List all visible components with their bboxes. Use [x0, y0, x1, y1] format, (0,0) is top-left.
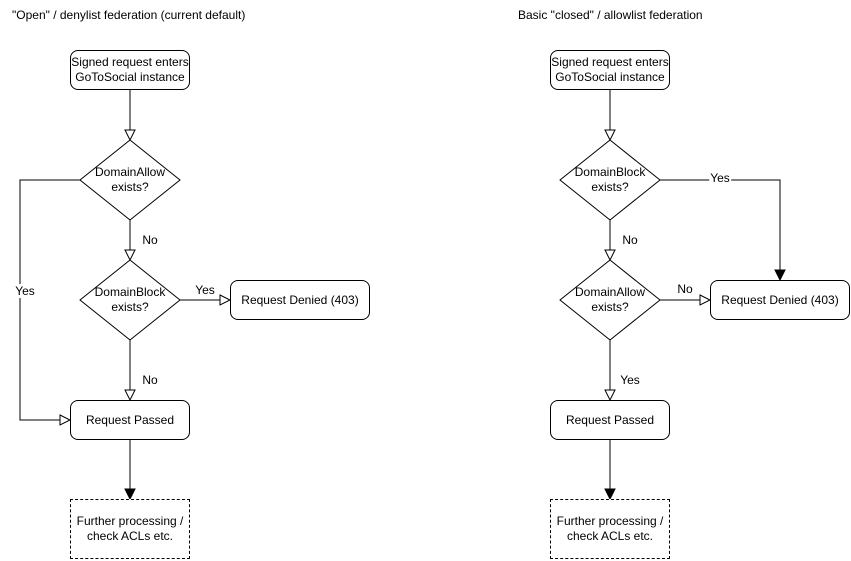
closed-chart-edges [604, 90, 786, 501]
domainblock-decision-diamond [559, 139, 661, 221]
start-node-line1: Signed request enters [71, 55, 189, 69]
open-chart-domainallow-no-label: No [141, 233, 159, 247]
closed-chart-further-processing-node: Further processing / check ACLs etc. [550, 499, 670, 559]
request-passed-label: Request Passed [85, 412, 175, 427]
start-node-line2: GoToSocial instance [555, 70, 665, 84]
closed-chart-title: Basic "closed" / allowlist federation [518, 8, 703, 22]
start-node-line1: Signed request enters [551, 55, 669, 69]
request-denied-label: Request Denied (403) [721, 292, 839, 307]
further-node-line1: Further processing / [76, 514, 184, 528]
domainallow-decision-diamond [79, 139, 181, 221]
start-node-line2: GoToSocial instance [75, 70, 185, 84]
open-chart-domainblock-no-label: No [141, 373, 159, 387]
further-node-line2: check ACLs etc. [566, 529, 654, 543]
further-node-line2: check ACLs etc. [86, 529, 174, 543]
closed-chart-domainallow-no-label: No [676, 282, 694, 296]
closed-chart-domainblock-yes-label: Yes [709, 171, 731, 185]
request-passed-label: Request Passed [565, 412, 655, 427]
open-chart-edges [19, 90, 232, 501]
open-chart-decisions [79, 139, 181, 341]
open-chart-request-denied-node: Request Denied (403) [230, 280, 370, 320]
open-chart-start-node: Signed request enters GoToSocial instanc… [70, 50, 190, 90]
closed-chart-request-denied-node: Request Denied (403) [710, 280, 850, 320]
domainblock-decision-diamond [79, 259, 181, 341]
edge-domainblock-yes-to-denied [660, 179, 786, 282]
open-chart-domainblock-yes-label: Yes [194, 283, 216, 297]
closed-chart-start-node: Signed request enters GoToSocial instanc… [550, 50, 670, 90]
open-chart-request-passed-node: Request Passed [70, 400, 190, 440]
domainallow-decision-diamond [559, 259, 661, 341]
open-chart-further-processing-node: Further processing / check ACLs etc. [70, 499, 190, 559]
open-chart-title: "Open" / denylist federation (current de… [12, 8, 246, 22]
closed-chart-decisions [559, 139, 661, 341]
further-node-line1: Further processing / [556, 514, 664, 528]
closed-chart-domainallow-yes-label: Yes [619, 373, 641, 387]
closed-chart-domainblock-no-label: No [621, 233, 639, 247]
edge-domainallow-yes-to-passed [19, 179, 80, 426]
request-denied-label: Request Denied (403) [241, 292, 359, 307]
open-chart-domainallow-yes-label: Yes [14, 284, 36, 298]
closed-chart-request-passed-node: Request Passed [550, 400, 670, 440]
